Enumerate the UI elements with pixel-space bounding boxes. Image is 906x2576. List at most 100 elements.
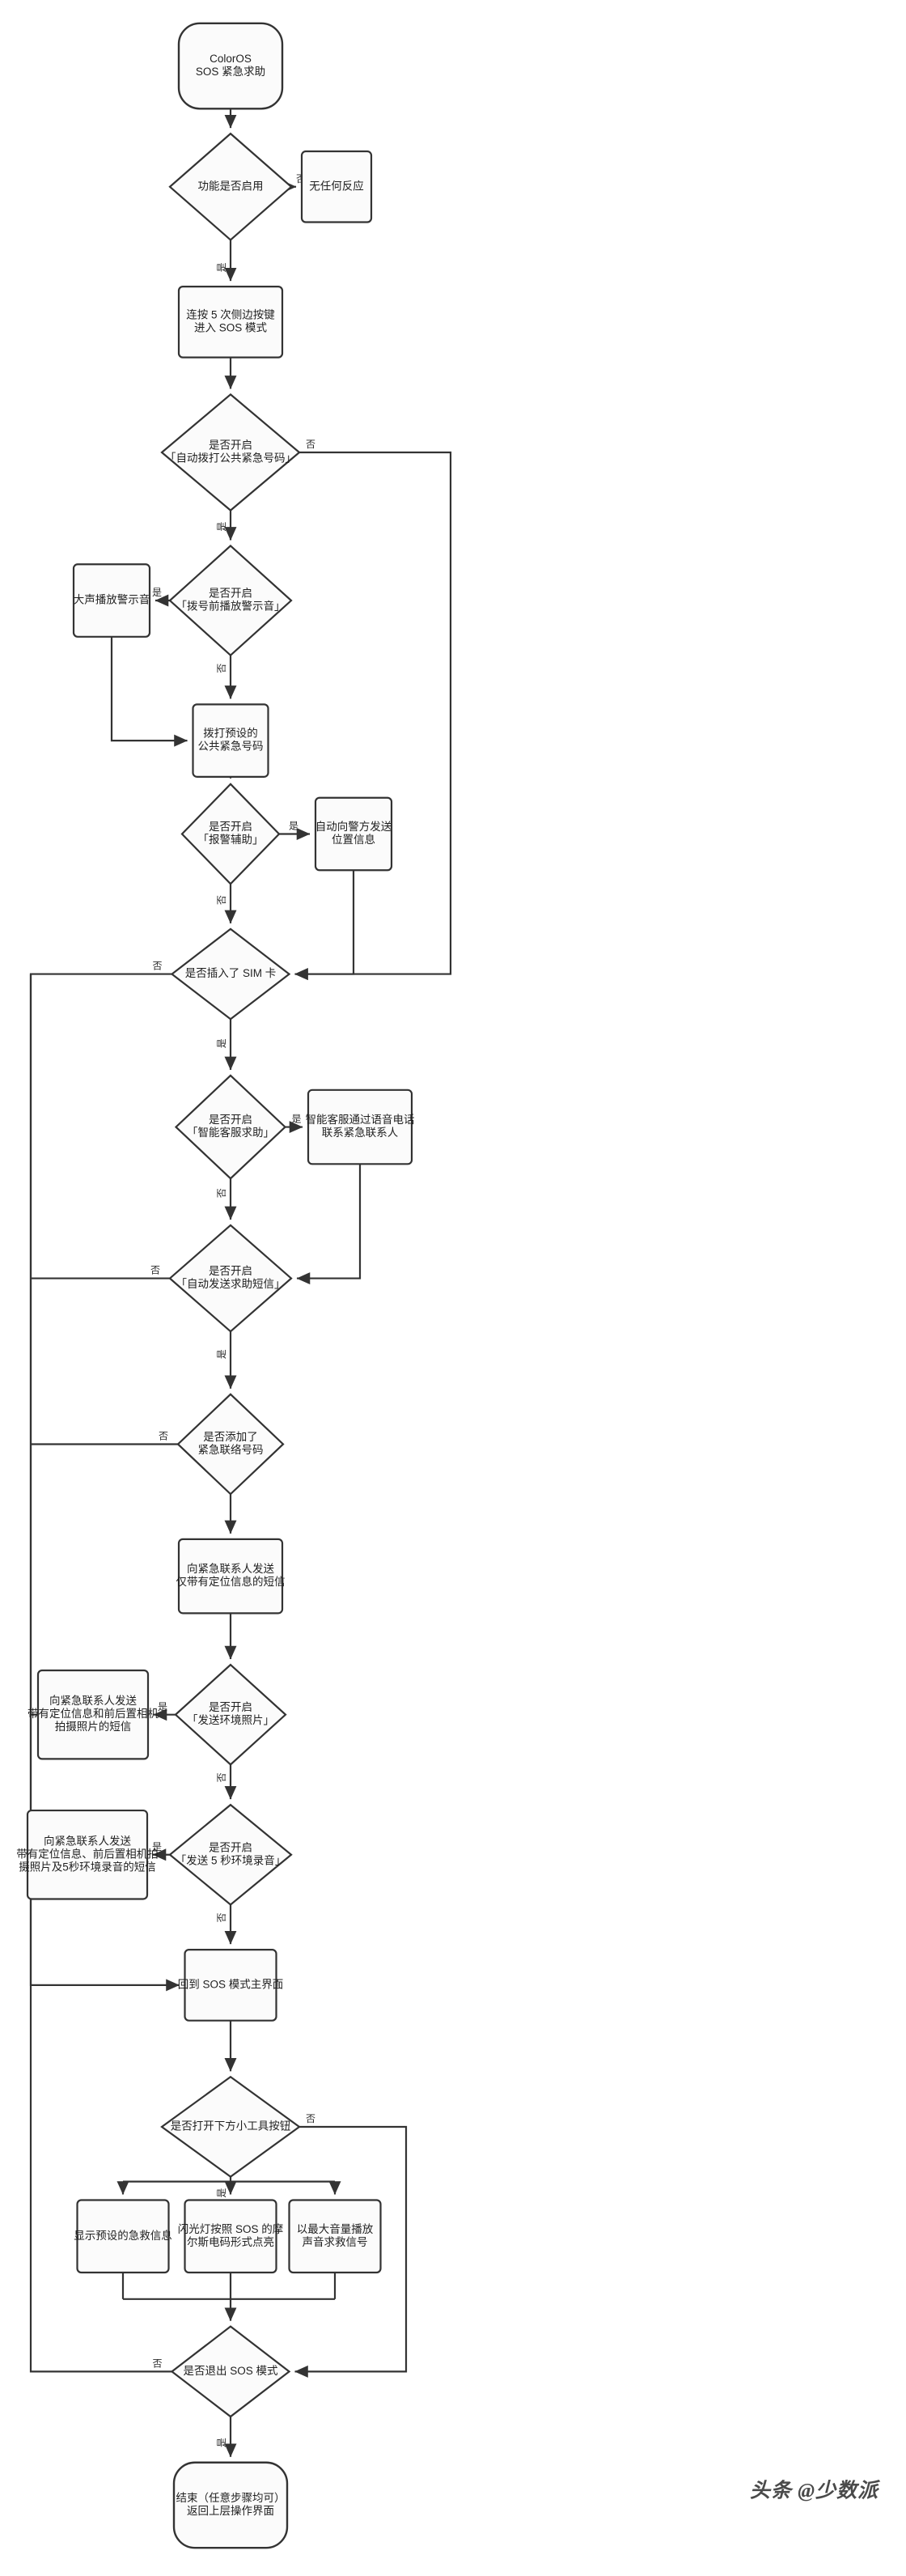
node-label-d_open_tools: 是否打开下方小工具按钮 xyxy=(171,2120,291,2133)
node-label-d_send_env_photo: 「发送环境照片」 xyxy=(187,1714,274,1726)
edge-label-e-tools-yes: 是 xyxy=(216,2188,227,2198)
node-shape-d_send_env_photo xyxy=(174,1663,287,1766)
edge-label-e-police-no: 否 xyxy=(216,895,227,905)
node-shape-d_pre_dial_tone xyxy=(168,544,293,657)
node-shape-d_smart_service xyxy=(174,1074,287,1180)
watermark-label: 头条 @少数派 xyxy=(750,2480,881,2502)
node-label-p_smart_service_call: 智能客服通过语音电话 xyxy=(306,1113,415,1126)
node-label-d_send_env_photo: 是否开启 xyxy=(209,1701,252,1713)
node-shape-d_send_5s_audio xyxy=(168,1803,293,1906)
flow-node-p_no_response: 无任何反应 xyxy=(300,150,373,223)
node-label-d_police_assist: 是否开启 xyxy=(209,821,252,833)
node-label-d_sim_inserted: 是否插入了 SIM 卡 xyxy=(185,967,277,979)
edge-e-tools-no xyxy=(294,2125,408,2378)
edge-label-e-exit-no: 否 xyxy=(152,2358,162,2370)
node-label-d_auto_sms: 「自动发送求助短信」 xyxy=(176,1278,286,1290)
node-label-end: 返回上层操作界面 xyxy=(187,2505,274,2517)
edge-label-e-autosms-no: 否 xyxy=(150,1265,160,1276)
node-label-d_pre_dial_tone: 「拨号前播放警示音」 xyxy=(176,600,286,613)
node-label-d_contact_added: 是否添加了 xyxy=(203,1431,258,1443)
flow-node-d_exit_sos: 是否退出 SOS 模式 xyxy=(170,2325,291,2418)
edge-label-e-envphoto-yes: 是 xyxy=(158,1701,167,1712)
edge-e-locpolice-sim xyxy=(294,870,355,981)
flow-node-d_pre_dial_tone: 是否开启「拨号前播放警示音」 xyxy=(168,544,293,657)
node-label-d_contact_added: 紧急联络号码 xyxy=(198,1444,264,1456)
edge-label-e-audio-no: 否 xyxy=(216,1912,227,1922)
edge-label-e-audio-yes: 是 xyxy=(152,1841,162,1852)
flow-node-d_feature_enabled: 功能是否启用 xyxy=(168,132,293,241)
flow-node-d_smart_service: 是否开启「智能客服求助」 xyxy=(174,1074,287,1180)
node-shape-d_feature_enabled xyxy=(168,132,293,241)
flow-node-p_loud_tone: 大声播放警示音 xyxy=(72,563,151,638)
node-shape-p_dial_public xyxy=(192,703,269,778)
node-shape-p_sms_location_only xyxy=(177,1538,284,1615)
node-label-start: ColorOS xyxy=(210,53,252,65)
node-shape-p_sms_with_photo xyxy=(36,1669,150,1760)
node-label-p_max_volume_sound: 声音求救信号 xyxy=(303,2235,368,2248)
node-shape-d_police_assist xyxy=(180,783,281,885)
node-label-d_auto_dial: 是否开启 xyxy=(209,439,252,452)
edge-label-e-autosms-yes: 是 xyxy=(216,1349,227,1359)
node-shape-p_back_sos_home xyxy=(184,1949,277,2022)
node-label-p_sms_with_audio: 摄照片及5秒环境录音的短信 xyxy=(19,1860,156,1873)
node-label-d_police_assist: 「报警辅助」 xyxy=(198,834,264,846)
node-label-d_smart_service: 「智能客服求助」 xyxy=(187,1126,274,1139)
node-label-p_max_volume_sound: 以最大音量播放 xyxy=(297,2222,374,2235)
node-label-d_feature_enabled: 功能是否启用 xyxy=(198,180,264,192)
node-label-p_sms_with_audio: 向紧急联系人发送 xyxy=(44,1835,131,1847)
node-label-p_sms_location_only: 向紧急联系人发送 xyxy=(187,1563,274,1575)
edge-label-e-predial-yes: 是 xyxy=(152,587,162,598)
node-label-d_smart_service: 是否开启 xyxy=(209,1114,252,1126)
edge-label-e-contact-no: 否 xyxy=(159,1431,168,1442)
node-label-p_sms_with_photo: 拍摄照片的短信 xyxy=(55,1721,132,1733)
node-label-p_press_five: 进入 SOS 模式 xyxy=(194,321,268,333)
node-shape-p_sms_with_audio xyxy=(26,1809,149,1900)
flow-node-d_sim_inserted: 是否插入了 SIM 卡 xyxy=(170,927,291,1021)
node-shape-d_sim_inserted xyxy=(170,927,291,1021)
flow-node-d_auto_sms: 是否开启「自动发送求助短信」 xyxy=(168,1224,293,1333)
edge-label-e-sim-yes: 是 xyxy=(216,1038,227,1048)
flow-node-d_open_tools: 是否打开下方小工具按钮 xyxy=(160,2075,301,2178)
node-shape-d_auto_dial xyxy=(160,393,301,512)
node-label-d_auto_sms: 是否开启 xyxy=(209,1265,252,1277)
node-label-p_flash_morse: 尔斯电码形式点亮 xyxy=(187,2235,274,2248)
flow-node-d_auto_dial: 是否开启「自动拨打公共紧急号码」 xyxy=(160,393,301,512)
edge-label-e-predial-no: 否 xyxy=(216,664,227,673)
node-label-d_exit_sos: 是否退出 SOS 模式 xyxy=(183,2365,278,2377)
node-label-p_back_sos_home: 回到 SOS 模式主界面 xyxy=(178,1978,284,1990)
node-label-d_pre_dial_tone: 是否开启 xyxy=(209,588,252,600)
node-label-p_press_five: 连按 5 次侧边按键 xyxy=(186,308,275,320)
edge-label-e-autodial-yes: 是 xyxy=(216,522,227,532)
node-label-p_dial_public: 公共紧急号码 xyxy=(198,741,264,753)
edge-e-loudtone-dial xyxy=(110,636,188,747)
flow-node-p_show_first_aid: 显示预设的急救信息 xyxy=(74,2199,172,2274)
node-label-p_dial_public: 拨打预设的 xyxy=(203,727,258,740)
edge-label-e-feature-press: 是 xyxy=(216,262,227,272)
node-shape-p_max_volume_sound xyxy=(288,2199,382,2274)
node-label-p_sms_with_audio: 带有定位信息、前后置相机拍 xyxy=(16,1847,159,1860)
node-label-p_sms_with_photo: 带有定位信息和前后置相机 xyxy=(28,1707,159,1720)
edge-label-e-smart-no: 否 xyxy=(216,1188,227,1198)
flow-node-d_send_env_photo: 是否开启「发送环境照片」 xyxy=(174,1663,287,1766)
node-shape-start xyxy=(177,22,284,110)
node-label-d_send_5s_audio: 是否开启 xyxy=(209,1841,252,1853)
edge-e-autodial-no xyxy=(294,451,452,981)
edge-label-e-exit-yes: 是 xyxy=(216,2438,227,2447)
node-label-d_auto_dial: 「自动拨打公共紧急号码」 xyxy=(165,452,296,465)
flow-node-d_send_5s_audio: 是否开启「发送 5 秒环境录音」 xyxy=(168,1803,293,1906)
node-label-p_show_first_aid: 显示预设的急救信息 xyxy=(74,2229,172,2242)
node-label-p_sms_location_only: 仅带有定位信息的短信 xyxy=(176,1575,286,1588)
node-shape-d_exit_sos xyxy=(170,2325,291,2418)
edge-e-exit-no xyxy=(29,1984,172,2373)
edge-layer: 否是否是是否是否否是是否否是否是否是否否是否是 xyxy=(28,108,452,2458)
